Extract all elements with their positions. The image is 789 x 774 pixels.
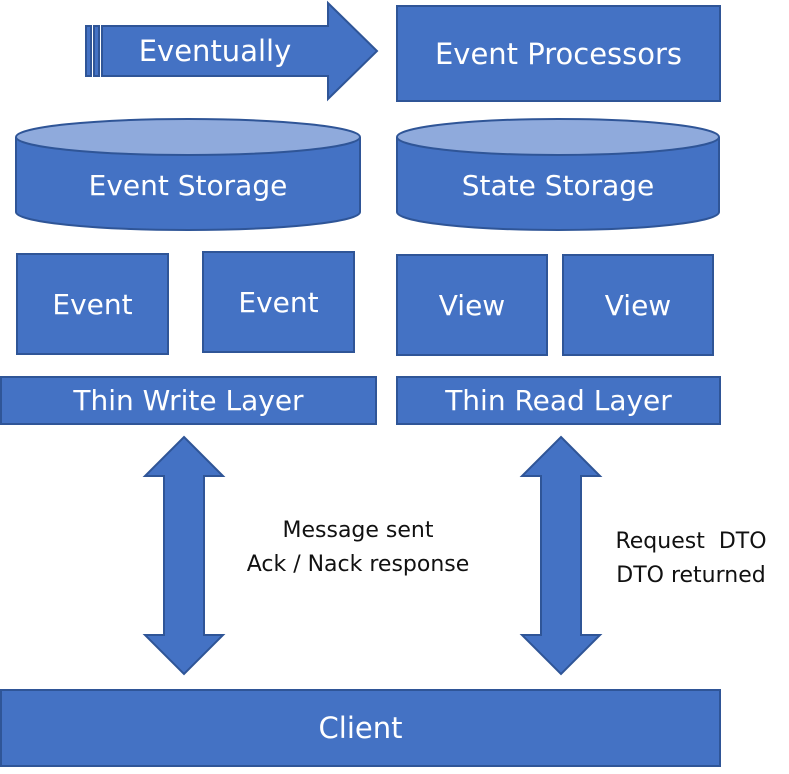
thin-write-layer-label: Thin Write Layer: [73, 384, 304, 417]
event-box-1: Event: [16, 253, 169, 355]
read-up-down-arrow-icon: [519, 435, 603, 676]
state-storage-cylinder-icon: [396, 118, 720, 231]
view-label: View: [438, 288, 506, 322]
event-storage-cylinder-icon: [15, 118, 361, 231]
request-dto-text: Request DTO: [615, 529, 767, 554]
thin-read-layer-box: Thin Read Layer: [396, 376, 721, 425]
write-up-down-arrow-icon: [142, 435, 226, 676]
event-processors-box: Event Processors: [396, 5, 721, 102]
read-link-caption: Request DTO DTO returned: [604, 525, 778, 593]
eventually-arrow-icon: [85, 0, 379, 102]
ack-nack-response-text: Ack / Nack response: [246, 552, 470, 577]
thin-write-layer-box: Thin Write Layer: [0, 376, 377, 425]
thin-read-layer-label: Thin Read Layer: [445, 384, 672, 417]
eventually-label: Eventually: [138, 34, 292, 68]
state-storage-label: State Storage: [461, 168, 655, 202]
event-box-2: Event: [202, 251, 355, 353]
message-sent-text: Message sent: [282, 518, 434, 543]
view-label: View: [604, 288, 672, 322]
write-link-caption: Message sent Ack / Nack response: [232, 514, 484, 582]
client-box: Client: [0, 689, 721, 767]
view-box-2: View: [562, 254, 714, 356]
event-storage-label: Event Storage: [88, 168, 288, 202]
event-label: Event: [52, 287, 133, 321]
client-label: Client: [318, 711, 403, 745]
dto-returned-text: DTO returned: [616, 563, 766, 588]
event-label: Event: [238, 285, 319, 319]
view-box-1: View: [396, 254, 548, 356]
event-processors-label: Event Processors: [434, 36, 683, 71]
